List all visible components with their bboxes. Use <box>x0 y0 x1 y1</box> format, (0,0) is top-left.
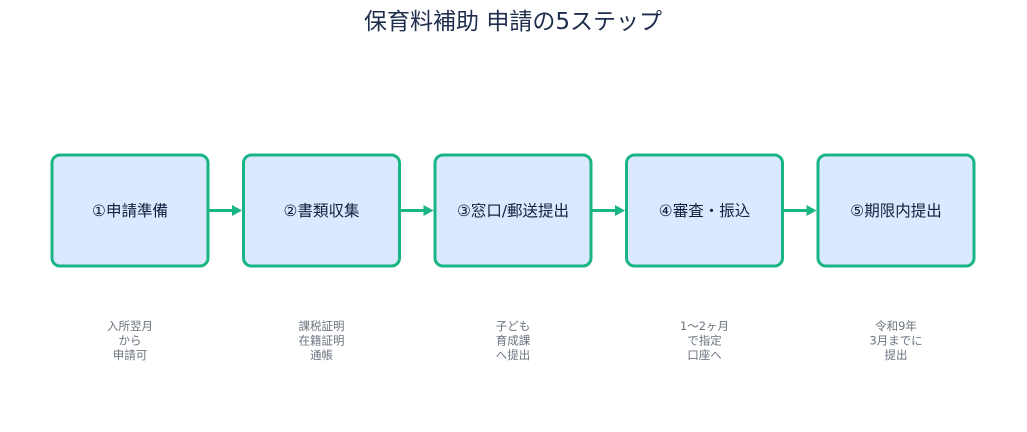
flow-arrow <box>209 205 242 216</box>
step-4: ④審査・振込 <box>625 153 784 268</box>
step-note-line: 1〜2ヶ月 <box>680 319 729 333</box>
flow-arrow <box>784 205 817 216</box>
step-note-line: 入所翌月 <box>107 319 153 333</box>
step-label: ⑤期限内提出 <box>850 202 941 220</box>
arrow-head <box>806 205 817 216</box>
step-label: ①申請準備 <box>92 202 168 220</box>
step-note-line: 3月までに <box>869 334 922 348</box>
step-3: ③窓口/郵送提出 <box>433 153 593 268</box>
step-box <box>816 153 976 268</box>
step-label: ④審査・振込 <box>659 202 750 220</box>
arrow-head <box>615 205 625 216</box>
step-box <box>50 153 210 268</box>
step-label: ③窓口/郵送提出 <box>457 202 569 220</box>
step-label: ②書類収集 <box>284 202 360 220</box>
flow-arrow <box>592 205 625 216</box>
step-note-line: 在籍証明 <box>299 334 345 348</box>
step-note-line: 通帳 <box>310 348 333 362</box>
arrows-layer <box>209 205 817 216</box>
step-note-line: 課税証明 <box>299 319 345 333</box>
step-5: ⑤期限内提出 <box>816 153 976 268</box>
arrow-head <box>423 205 434 216</box>
step-1: ①申請準備 <box>50 153 210 268</box>
step-2: ②書類収集 <box>242 153 401 268</box>
arrow-head <box>232 205 242 216</box>
step-note-line: へ提出 <box>496 348 531 362</box>
step-note-line: で指定 <box>687 334 722 348</box>
step-note-line: 口座へ <box>687 348 722 362</box>
step-note-line: から <box>119 334 142 348</box>
step-note-line: 提出 <box>885 348 908 362</box>
diagram-title: 保育料補助 申請の5ステップ <box>364 9 662 35</box>
step-note-line: 令和9年 <box>875 319 917 333</box>
step-box <box>433 153 593 268</box>
step-note-line: 育成課 <box>496 334 531 348</box>
step-note-line: 子ども <box>496 319 531 333</box>
flow-arrow <box>401 205 434 216</box>
steps-layer: ①申請準備 ②書類収集 ③窓口/郵送提出 ④審査・振込 ⑤期限内提出 <box>50 153 976 268</box>
step-box <box>625 153 784 268</box>
step-note-line: 申請可 <box>113 348 148 362</box>
step-box <box>242 153 401 268</box>
